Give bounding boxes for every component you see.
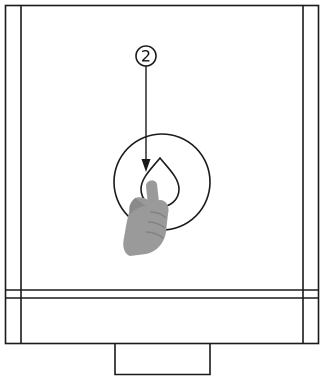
step-arrow xyxy=(142,66,151,172)
appliance-body-outline xyxy=(6,6,319,344)
step-number-label: 2 xyxy=(141,47,151,66)
pointing-hand-icon xyxy=(123,180,168,256)
appliance-foot xyxy=(115,344,210,375)
step-number-badge: 2 xyxy=(136,46,156,66)
